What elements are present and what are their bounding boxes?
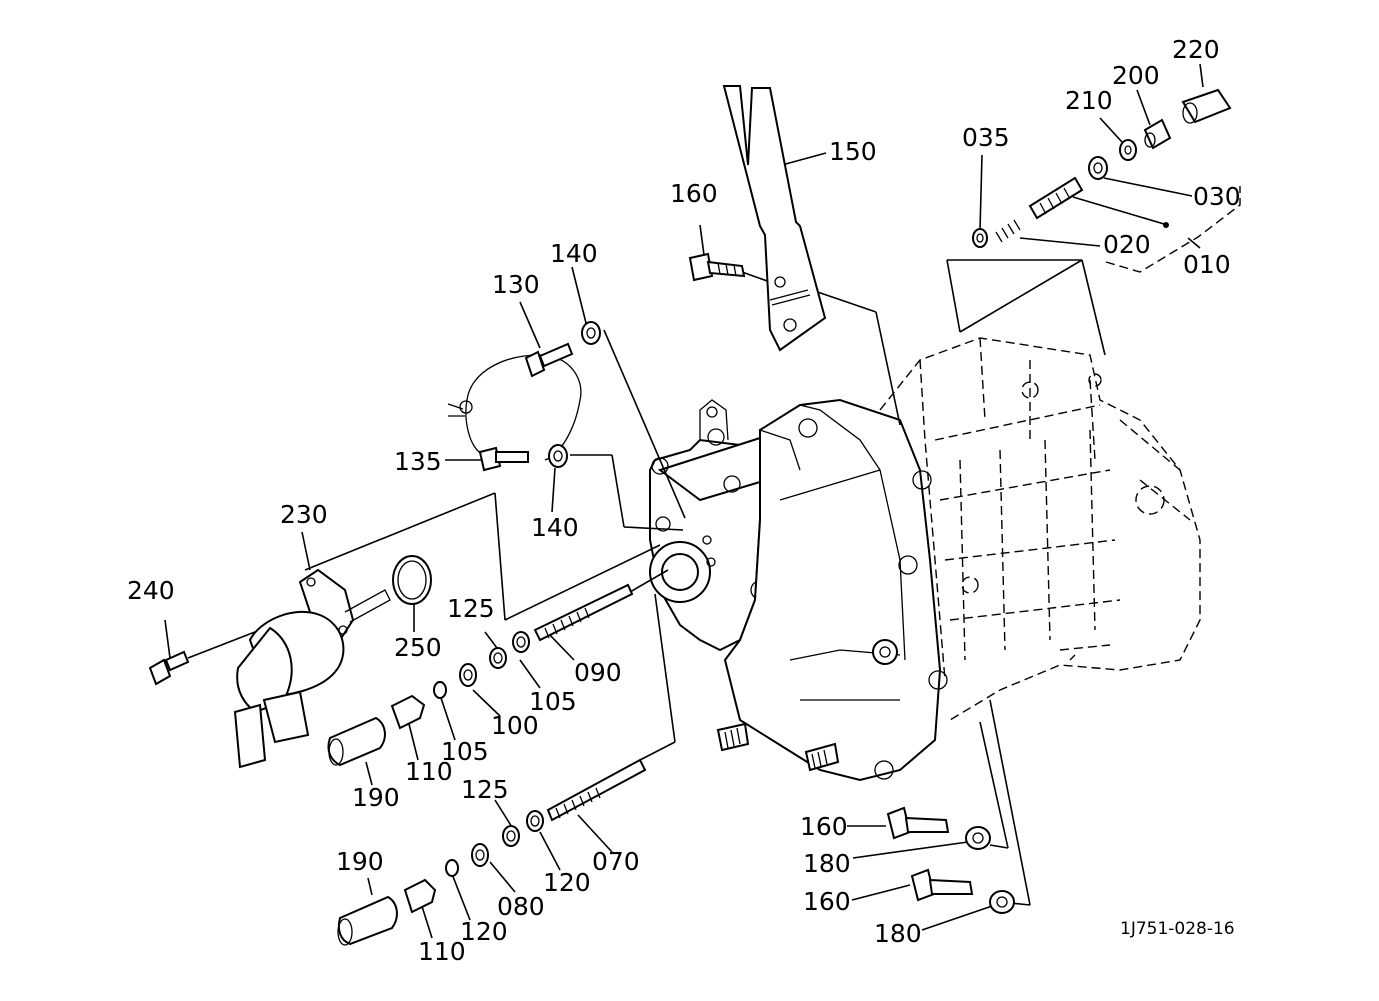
plunger-row-090 bbox=[327, 583, 634, 767]
label-125-bottom: 125 bbox=[461, 775, 509, 804]
label-200: 200 bbox=[1112, 61, 1160, 90]
figure-code: 1J751-028-16 bbox=[1120, 919, 1235, 939]
label-140-top: 140 bbox=[550, 239, 598, 268]
label-180-mid: 180 bbox=[803, 849, 851, 878]
label-130: 130 bbox=[492, 270, 540, 299]
label-160-mid: 160 bbox=[800, 812, 848, 841]
label-220: 220 bbox=[1172, 35, 1220, 64]
label-140-bottom: 140 bbox=[531, 513, 579, 542]
label-250: 250 bbox=[394, 633, 442, 662]
stop-solenoid-230 bbox=[233, 555, 432, 769]
label-135: 135 bbox=[394, 447, 442, 476]
label-105-right: 105 bbox=[529, 687, 577, 716]
label-180-bottom: 180 bbox=[874, 919, 922, 948]
label-190-top: 190 bbox=[352, 783, 400, 812]
label-100: 100 bbox=[491, 711, 539, 740]
label-110-bottom: 110 bbox=[418, 937, 466, 966]
label-080: 080 bbox=[497, 892, 545, 921]
label-160-top: 160 bbox=[670, 179, 718, 208]
spring-set-010 bbox=[972, 88, 1232, 248]
label-105-left: 105 bbox=[441, 737, 489, 766]
part-labels: 220 200 210 035 150 160 030 020 010 140 … bbox=[127, 35, 1241, 966]
label-020: 020 bbox=[1103, 230, 1151, 259]
label-070: 070 bbox=[592, 847, 640, 876]
label-110-top: 110 bbox=[405, 757, 453, 786]
plunger-row-070 bbox=[337, 758, 647, 946]
label-035: 035 bbox=[962, 123, 1010, 152]
label-030: 030 bbox=[1193, 182, 1241, 211]
label-160-bottom: 160 bbox=[803, 887, 851, 916]
label-010: 010 bbox=[1183, 250, 1231, 279]
bolts-160-180-lower bbox=[886, 806, 1015, 914]
label-150: 150 bbox=[829, 137, 877, 166]
pump-housing bbox=[649, 337, 1201, 782]
bolt-160-top bbox=[688, 252, 746, 282]
label-120-right: 120 bbox=[543, 868, 591, 897]
label-090: 090 bbox=[574, 658, 622, 687]
label-190-bottom: 190 bbox=[336, 847, 384, 876]
label-240: 240 bbox=[127, 576, 175, 605]
label-120-left: 120 bbox=[460, 917, 508, 946]
bolt-240 bbox=[148, 650, 190, 686]
label-210: 210 bbox=[1065, 86, 1113, 115]
lever-150 bbox=[722, 85, 827, 352]
bolts-130-135-140 bbox=[478, 321, 601, 472]
label-125-top: 125 bbox=[447, 594, 495, 623]
label-230: 230 bbox=[280, 500, 328, 529]
